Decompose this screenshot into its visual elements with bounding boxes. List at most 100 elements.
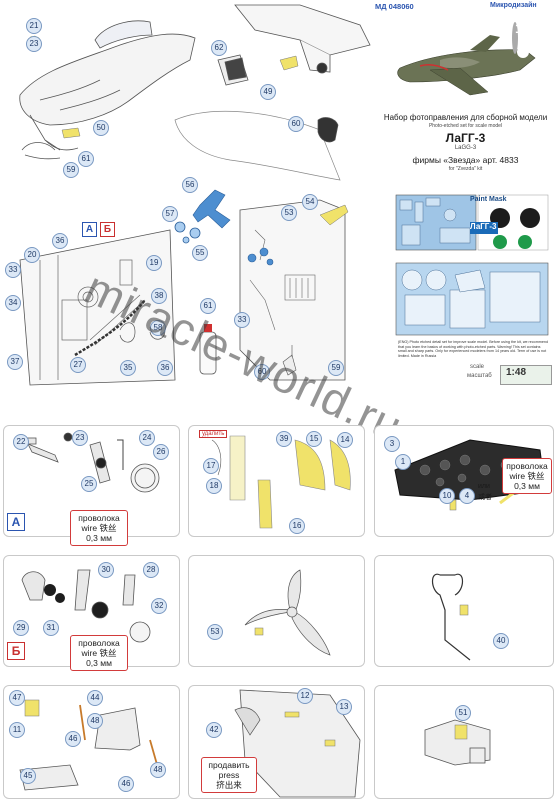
callout-main: 53: [281, 205, 297, 221]
model-name-en: LaGG-3: [454, 145, 477, 151]
callout-main: 50: [93, 120, 109, 136]
wire-size: 0,3 мм: [514, 481, 540, 491]
callout-main: 27: [70, 357, 86, 373]
callout-main: 57: [162, 206, 178, 222]
callout-p7: 11: [9, 722, 25, 738]
wire-en: wire: [81, 648, 98, 658]
callout-main: 60: [288, 116, 304, 132]
callout-main: 23: [26, 36, 42, 52]
callout-p4: 31: [43, 620, 59, 636]
callout-p7: 47: [9, 690, 25, 706]
callout-p6: 40: [493, 633, 509, 649]
wire-size: 0,3 мм: [86, 658, 112, 668]
callout-p7: 48: [150, 762, 166, 778]
wire-note-p3: проволока wire 铁丝 0,3 мм: [502, 458, 552, 494]
callout-p8: 12: [297, 688, 313, 704]
wire-note-a: проволока wire 铁丝 0,3 мм: [70, 510, 128, 546]
callout-p2: 14: [337, 432, 353, 448]
callout-p7: 44: [87, 690, 103, 706]
callout-p7: 46: [65, 731, 81, 747]
callout-p4: 28: [143, 562, 159, 578]
callout-p2: 15: [306, 431, 322, 447]
title-en: Photo-etched set for scale model: [428, 123, 503, 129]
callout-main: 37: [7, 354, 23, 370]
callout-main: 19: [146, 255, 162, 271]
callout-p3: 3: [384, 436, 400, 452]
callout-p1: 26: [153, 444, 169, 460]
callout-main: 20: [24, 247, 40, 263]
callout-p2: 18: [206, 478, 222, 494]
press-note: продавить press 挤出来: [201, 757, 257, 793]
solder-cn: 挤出来: [216, 780, 242, 790]
scale-label-en: scale: [470, 364, 485, 370]
callout-main: 56: [182, 177, 198, 193]
wire-ru: проволока: [506, 461, 548, 471]
paint-mask-label: Paint Mask: [470, 196, 507, 203]
wire-note-b: проволока wire 铁丝 0,3 мм: [70, 635, 128, 671]
maker-en: for "Zvezda" kit: [448, 166, 483, 172]
callout-p7: 48: [87, 713, 103, 729]
variant-b-label: Б: [100, 222, 115, 237]
callout-main: 49: [260, 84, 276, 100]
callout-main: 34: [5, 295, 21, 311]
wire-en: wire: [509, 471, 526, 481]
callout-main: 38: [151, 288, 167, 304]
wire-size: 0,3 мм: [86, 533, 112, 543]
variant-a-label: А: [82, 222, 97, 237]
title-ru: Набор фотоправления для сборной модели: [383, 113, 548, 122]
callout-p7: 45: [20, 768, 36, 784]
callout-p1: 25: [81, 476, 97, 492]
callout-p4: 32: [151, 598, 167, 614]
callout-p3: 4: [459, 488, 475, 504]
callout-main: 59: [328, 360, 344, 376]
or-cn-label: 或者: [478, 494, 492, 501]
callout-p8: 42: [206, 722, 222, 738]
callout-p7: 46: [118, 776, 134, 792]
callout-main: 36: [52, 233, 68, 249]
callout-main: 62: [211, 40, 227, 56]
callout-main: 61: [78, 151, 94, 167]
disclaimer-text: (ENG) Photo etched detail set for improv…: [398, 340, 549, 358]
mask-model-label: ЛаГГ-3: [470, 222, 497, 231]
variant-b-marker: Б: [7, 642, 25, 660]
wire-cn: 铁丝: [99, 648, 117, 658]
callout-p2: 16: [289, 518, 305, 534]
wire-en: wire: [81, 523, 98, 533]
scale-box: [500, 365, 552, 385]
scale-value: 1:48: [506, 367, 527, 378]
wire-ru: проволока: [78, 638, 120, 648]
callout-p1: 24: [139, 430, 155, 446]
variant-a-marker: А: [7, 513, 25, 531]
remove-note: удалить: [199, 430, 228, 438]
maker-line: фирмы «Звезда» арт. 4833: [412, 155, 519, 165]
callout-p1: 22: [13, 434, 29, 450]
solder-en: press: [218, 770, 240, 780]
callout-p5: 53: [207, 624, 223, 640]
callout-main: 55: [192, 245, 208, 261]
wire-cn: 铁丝: [99, 523, 117, 533]
callout-p8: 13: [336, 699, 352, 715]
callout-main: 21: [26, 18, 42, 34]
callout-main: 58: [150, 320, 166, 336]
scale-label-ru: масштаб: [467, 373, 492, 379]
callout-p2: 17: [203, 458, 219, 474]
brand-logo: Микродизайн: [490, 2, 537, 9]
callout-p4: 30: [98, 562, 114, 578]
wire-ru: проволока: [78, 513, 120, 523]
wire-cn: 铁丝: [527, 471, 545, 481]
callout-main: 60: [254, 364, 270, 380]
callout-main: 35: [120, 360, 136, 376]
callout-p9: 51: [455, 705, 471, 721]
callout-main: 61: [200, 298, 216, 314]
callout-p4: 29: [13, 620, 29, 636]
model-name-ru: ЛаГГ-3: [445, 131, 486, 145]
callout-main: 33: [234, 312, 250, 328]
or-ru-label: или: [478, 483, 490, 490]
callout-p3: 1: [395, 454, 411, 470]
callout-main: 33: [5, 262, 21, 278]
callout-main: 59: [63, 162, 79, 178]
